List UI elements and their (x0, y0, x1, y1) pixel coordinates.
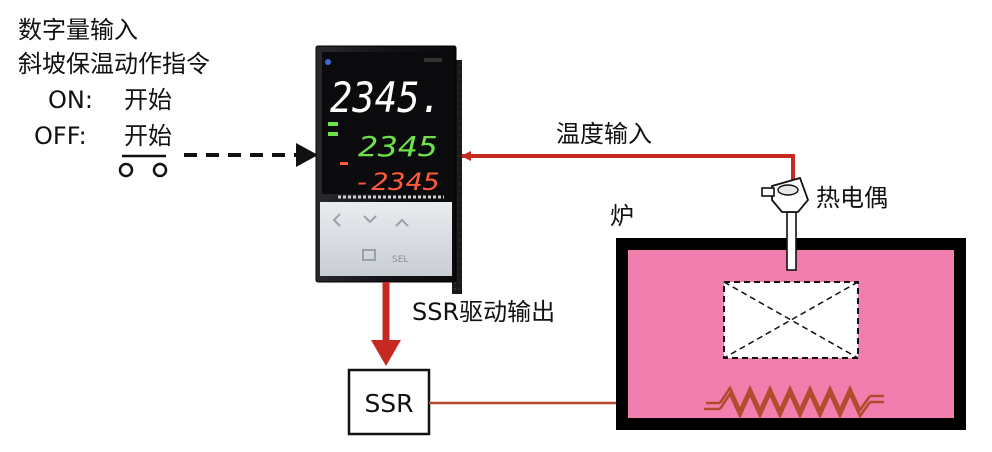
sv-display: 2345 (358, 130, 438, 163)
brand-logo-icon (325, 59, 331, 65)
indicator-lamp-1 (328, 122, 338, 126)
on-label: ON: (48, 86, 93, 114)
indicator-lamp-2 (328, 132, 338, 136)
ssr-drive-output-label: SSR驱动输出 (412, 298, 555, 326)
off-value: 开始 (124, 122, 172, 150)
workpiece (723, 281, 859, 359)
key-left-icon (332, 213, 341, 227)
heater-element (704, 384, 884, 420)
thermocouple-label: 热电偶 (816, 184, 888, 212)
furnace-label: 炉 (610, 202, 634, 230)
indicator-lamp-3 (340, 162, 348, 165)
temperature-controller: 2345. 2345 -2345 SEL (315, 45, 462, 294)
pv-display: 2345. (330, 73, 442, 122)
off-label: OFF: (34, 122, 87, 150)
temperature-input-label: 温度输入 (556, 120, 652, 148)
controller-keypad (320, 202, 452, 276)
key-sel-label: SEL (392, 255, 408, 265)
key-enter-icon (362, 249, 376, 261)
ramp-soak-command-label: 斜坡保温动作指令 (18, 50, 210, 78)
on-value: 开始 (124, 86, 172, 114)
ssr-box (347, 368, 431, 436)
thermocouple-icon (761, 176, 810, 271)
temperature-input-line (461, 151, 795, 180)
switch-symbol (118, 154, 168, 178)
ssr-box-label: SSR (364, 389, 413, 418)
digital-input-title: 数字量输入 (18, 16, 138, 44)
ssr-drive-output-arrow (371, 282, 401, 366)
mv-display: -2345 (354, 168, 440, 196)
key-up-icon (395, 218, 409, 227)
key-down-icon (363, 215, 377, 224)
digital-input-arrow (184, 143, 318, 167)
